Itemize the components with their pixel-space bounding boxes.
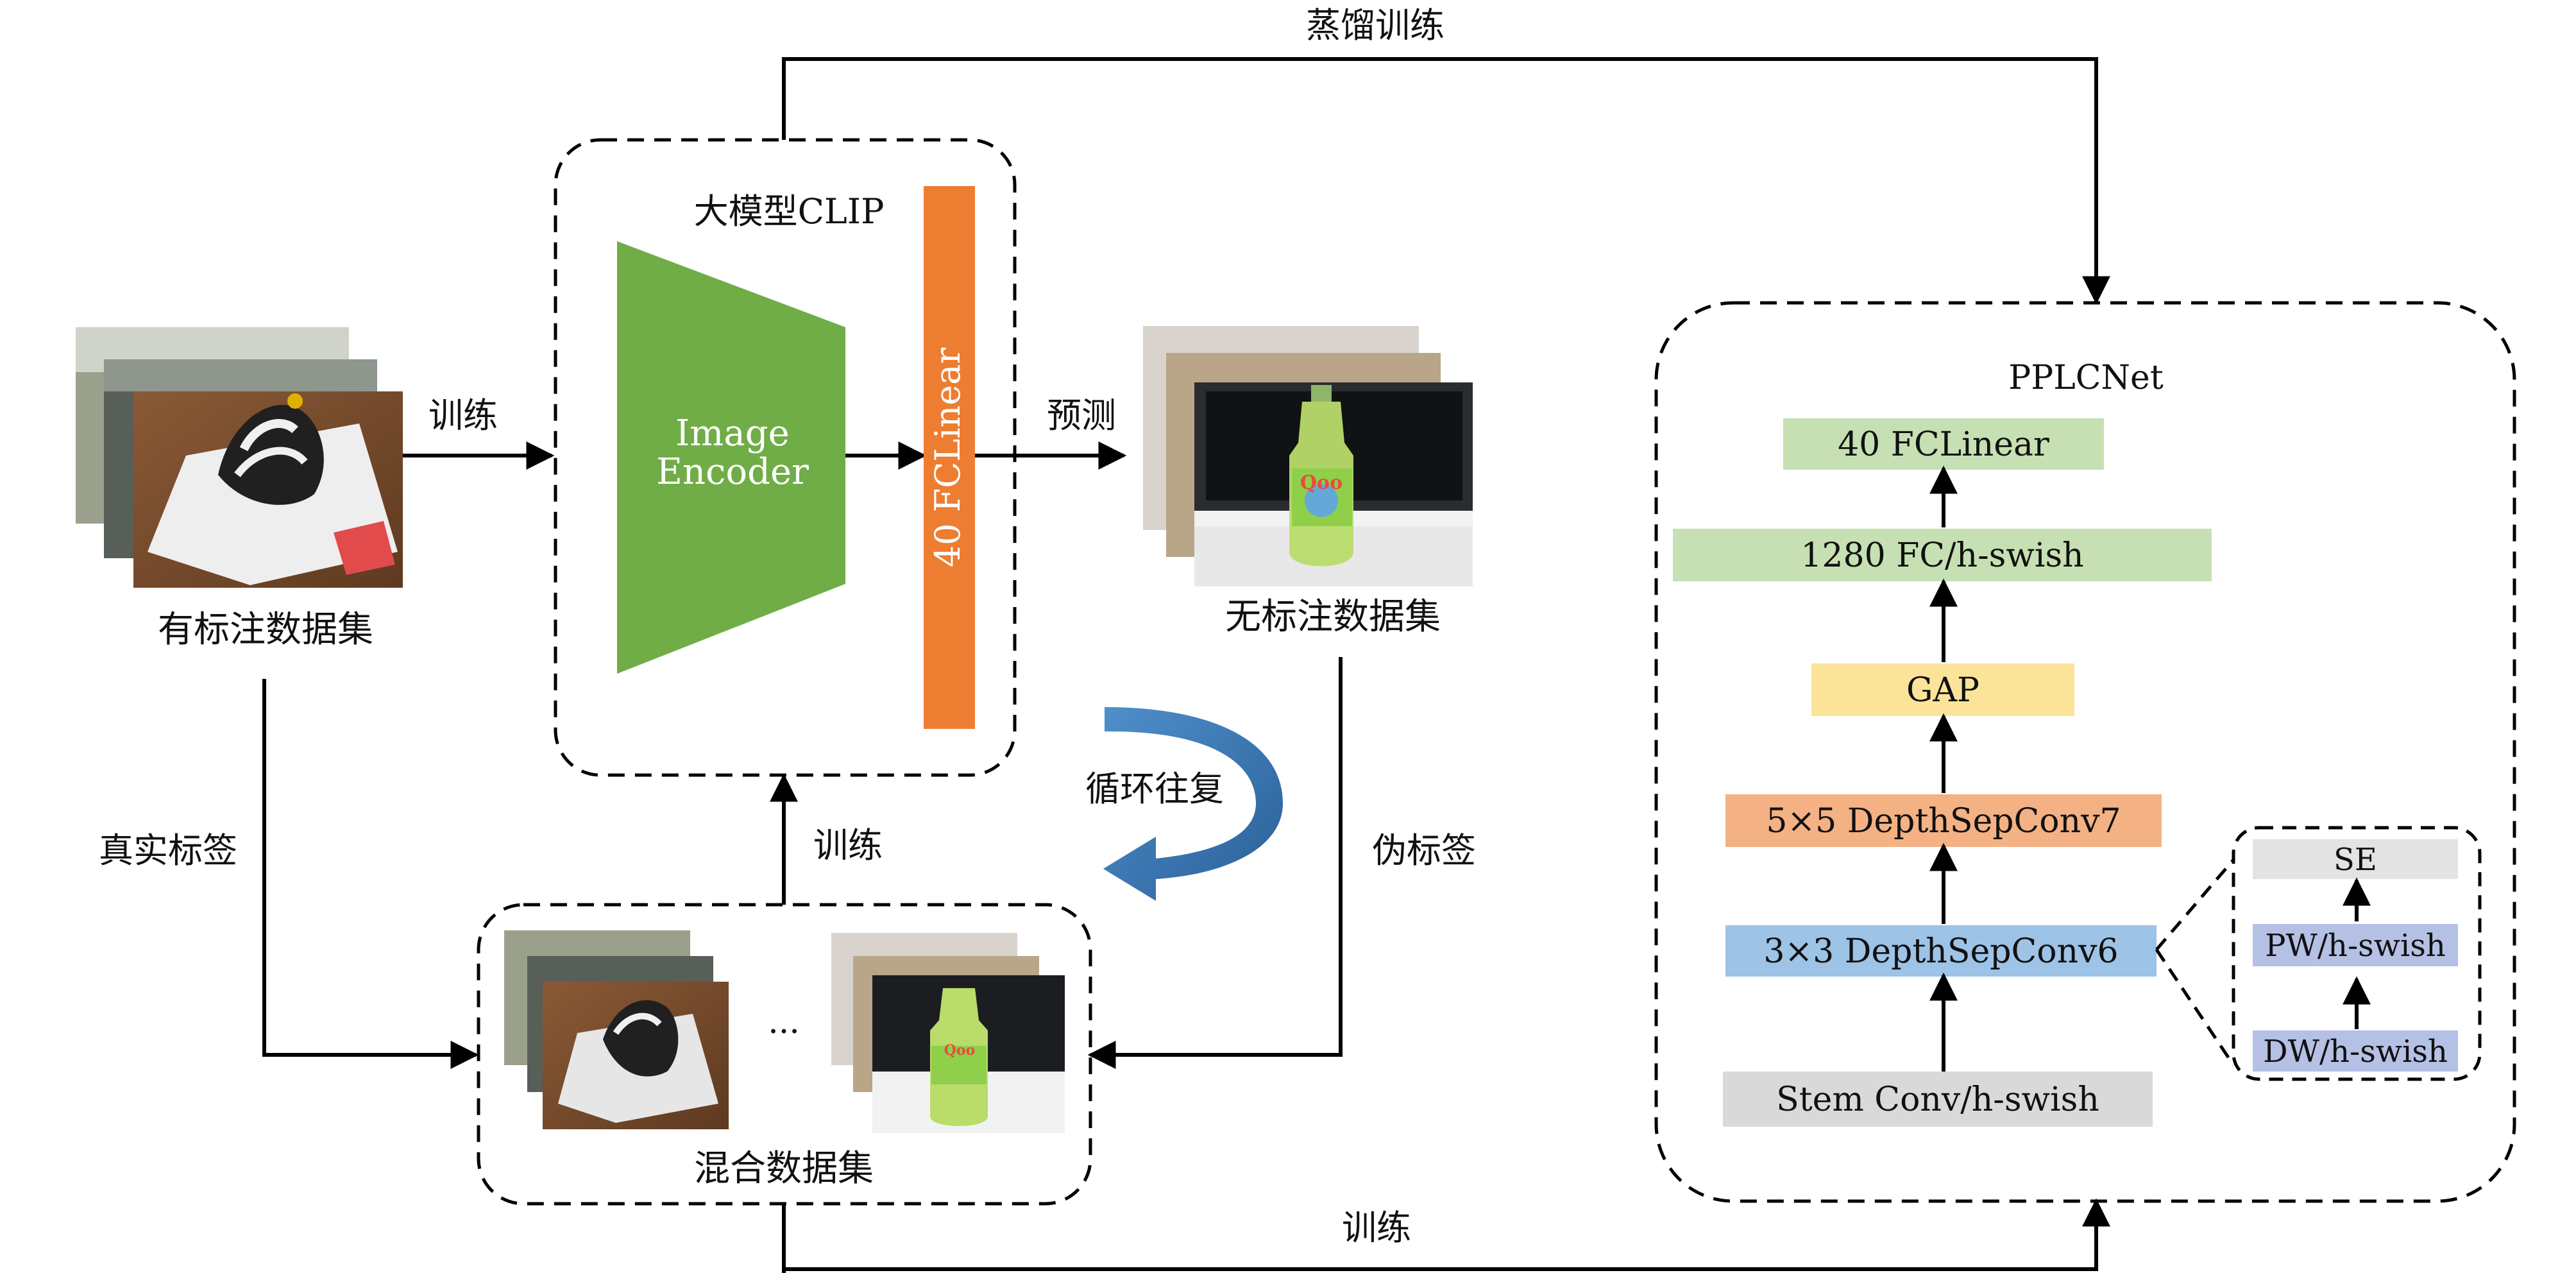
svg-text:Qoo: Qoo — [1300, 472, 1343, 494]
mixed-dataset-group: ... Qoo — [477, 903, 1092, 1206]
pplcnet-layer-label: 3×3 DepthSepConv6 — [1763, 932, 2118, 971]
zoom-line-bottom — [2155, 948, 2235, 1066]
pplcnet-layer-box — [1725, 925, 2157, 977]
svg-text:Qoo: Qoo — [944, 1042, 976, 1059]
mixed-dataset-label: 混合数据集 — [694, 1148, 874, 1190]
dsconv-detail-label: SE — [2334, 842, 2377, 878]
image-encoder-shape — [617, 241, 845, 674]
dsconv-detail-box — [2253, 839, 2458, 879]
pseudo-label-arrow — [1087, 657, 1343, 1069]
dsconv-detail-label: DW/h-swish — [2263, 1034, 2448, 1070]
train-label-top: 训练 — [428, 395, 498, 436]
image-encoder-label-1: Image — [675, 413, 790, 454]
pplcnet-layer-label: 1280 FC/h-swish — [1801, 536, 2083, 575]
clip-model-group: 大模型CLIP Image Encoder 40 FCLinear — [554, 138, 1017, 777]
clip-dashed-box — [554, 138, 1017, 777]
pplcnet-layer-label: Stem Conv/h-swish — [1776, 1081, 2099, 1119]
connectors — [262, 57, 2110, 1273]
pplcnet-dashed-box — [1654, 301, 2516, 1203]
true-label-arrow — [262, 679, 479, 1069]
unlabeled-dataset-label: 无标注数据集 — [1225, 596, 1441, 638]
train-label-mid: 训练 — [813, 825, 883, 866]
pplcnet-title: PPLCNet — [2008, 359, 2164, 397]
fc-linear-label: 40 FCLinear — [928, 348, 968, 568]
dsconv-detail-dashed-box — [2232, 826, 2482, 1081]
dsconv-detail-box — [2253, 924, 2458, 966]
true-label-text: 真实标签 — [99, 830, 237, 871]
train-arrow-bottom-right — [784, 1198, 2110, 1271]
pplcnet-layer-label: 40 FCLinear — [1838, 425, 2049, 464]
pplcnet-layer-box — [1783, 418, 2104, 470]
train-label-bottom: 训练 — [1342, 1208, 1411, 1248]
mixed-dashed-box — [477, 903, 1092, 1206]
pseudo-label-text: 伪标签 — [1372, 830, 1476, 871]
pplcnet-layer-label: 5×5 DepthSepConv7 — [1766, 802, 2121, 841]
distill-arrow — [782, 57, 2110, 305]
pplcnet-layer-box — [1725, 794, 2162, 847]
clip-title: 大模型CLIP — [694, 191, 885, 232]
pplcnet-layer-box — [1673, 529, 2212, 581]
labeled-dataset-label: 有标注数据集 — [158, 609, 373, 651]
unlabeled-photo-stack: Qoo — [1143, 326, 1473, 586]
pplcnet-layer-box — [1723, 1072, 2153, 1127]
predict-label: 预测 — [1047, 395, 1116, 436]
pplcnet-layer-box — [1811, 663, 2074, 716]
pplcnet-layer-label: GAP — [1906, 671, 1979, 710]
fc-linear-bar — [924, 186, 975, 729]
distill-label: 蒸馏训练 — [1306, 5, 1445, 46]
zoom-line-top — [2155, 859, 2235, 951]
labeled-photo-stack — [76, 327, 403, 588]
cycle-label: 循环往复 — [1085, 769, 1224, 809]
dsconv-detail-label: PW/h-swish — [2265, 928, 2446, 964]
cycle-arrow-icon — [1103, 707, 1283, 901]
dsconv-detail-box — [2253, 1030, 2458, 1072]
image-encoder-label-2: Encoder — [656, 451, 809, 493]
mixed-ellipsis: ... — [768, 1003, 800, 1041]
